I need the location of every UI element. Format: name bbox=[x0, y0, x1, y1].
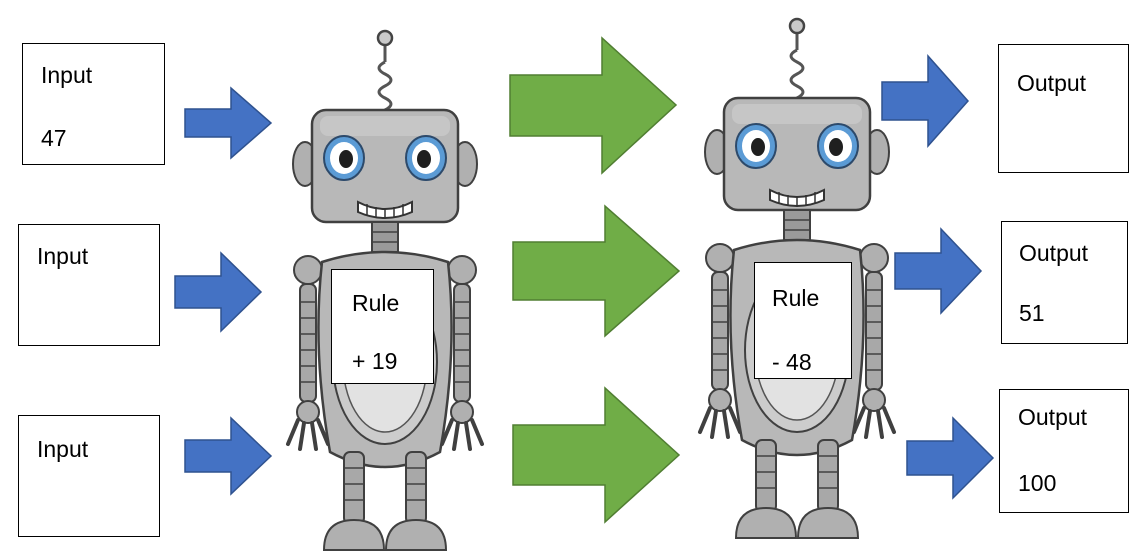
right-arrow-icon bbox=[894, 227, 983, 315]
output-box-3: Output 100 bbox=[999, 389, 1129, 513]
output-label: Output bbox=[1018, 404, 1088, 430]
rule-value: + 19 bbox=[352, 348, 398, 374]
right-arrow-icon bbox=[512, 204, 681, 338]
right-arrow-icon bbox=[184, 86, 273, 160]
input-box-1: Input 47 bbox=[22, 43, 165, 165]
right-arrow-icon bbox=[509, 36, 678, 175]
output-label: Output bbox=[1019, 240, 1089, 266]
input-label: Input bbox=[41, 62, 93, 88]
input-label: Input bbox=[37, 436, 89, 462]
input-box-3: Input bbox=[18, 415, 160, 537]
rule-box-2: Rule - 48 bbox=[754, 262, 852, 379]
right-arrow-icon bbox=[881, 54, 970, 148]
right-arrow-icon bbox=[512, 386, 681, 524]
rule-value: - 48 bbox=[772, 349, 812, 375]
rule-label: Rule bbox=[352, 290, 400, 316]
output-value: 51 bbox=[1019, 300, 1045, 326]
output-value: 100 bbox=[1018, 470, 1057, 496]
input-box-2: Input bbox=[18, 224, 160, 346]
output-box-1: Output bbox=[998, 44, 1129, 173]
right-arrow-icon bbox=[906, 416, 995, 500]
input-value: 47 bbox=[41, 125, 67, 151]
output-label: Output bbox=[1017, 70, 1087, 96]
right-arrow-icon bbox=[184, 416, 273, 496]
rule-label: Rule bbox=[772, 285, 820, 311]
output-box-2: Output 51 bbox=[1001, 221, 1128, 344]
rule-box-1: Rule + 19 bbox=[331, 269, 434, 384]
right-arrow-icon bbox=[174, 251, 263, 333]
input-label: Input bbox=[37, 243, 89, 269]
